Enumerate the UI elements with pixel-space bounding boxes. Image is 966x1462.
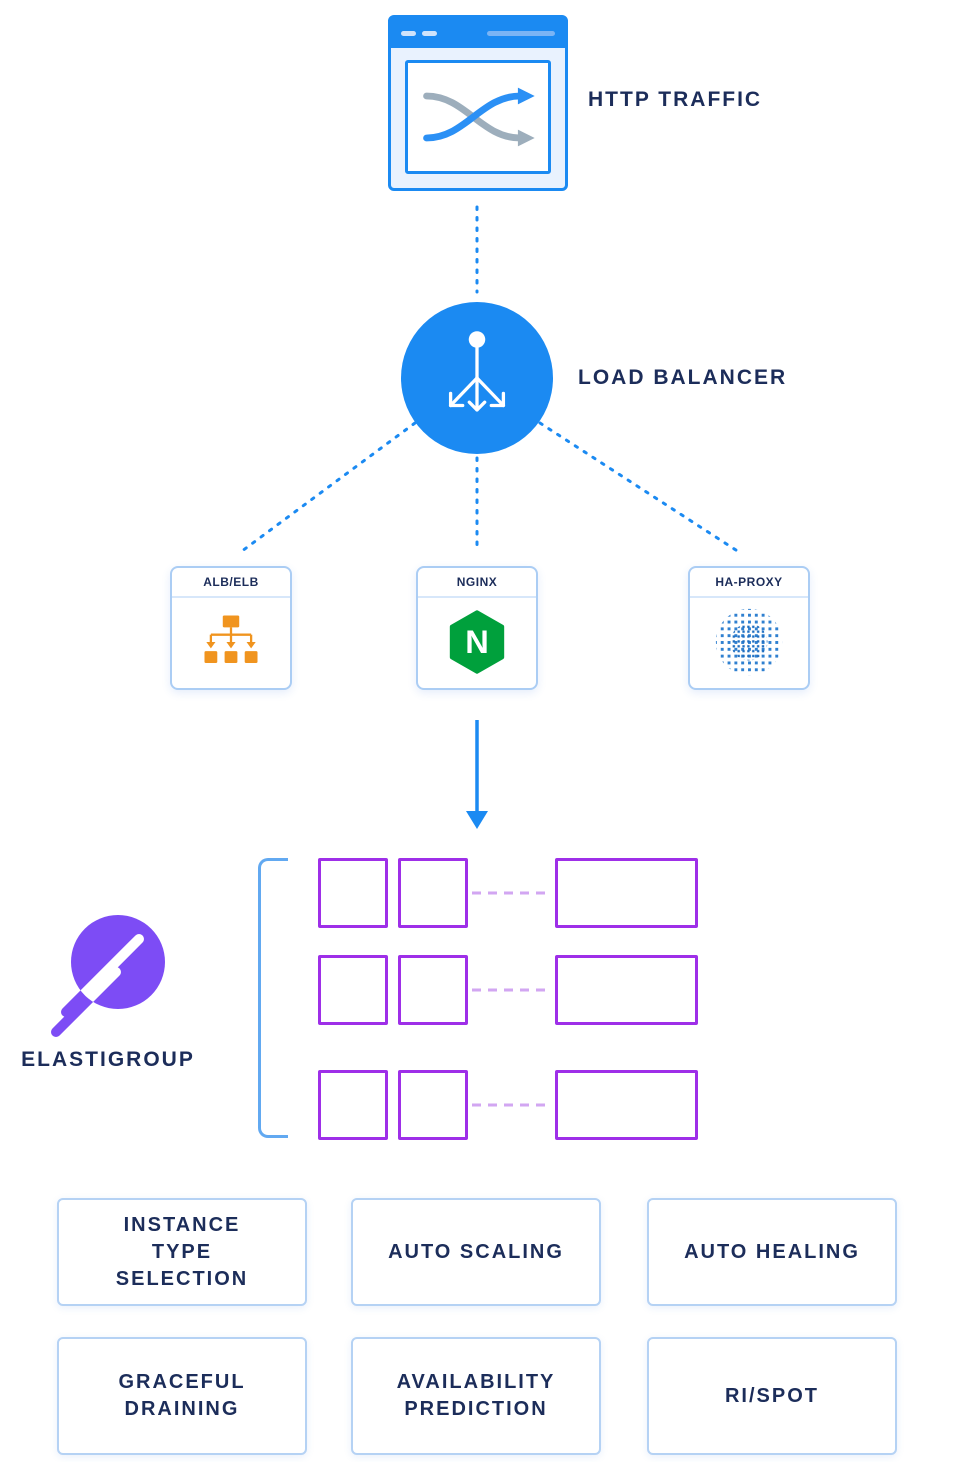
instance-group-box (555, 955, 698, 1025)
instance-group-box (555, 858, 698, 928)
balancer-card-title: ALB/ELB (172, 568, 290, 598)
arrow-to-elastigroup (466, 720, 488, 829)
feature-card-ri-spot: RI/SPOT (647, 1337, 897, 1455)
feature-card-auto-healing: AUTO HEALING (647, 1198, 897, 1306)
balancer-card-title: NGINX (418, 568, 536, 598)
feature-label: AVAILABILITY PREDICTION (396, 1371, 556, 1420)
traffic-crossing-arrows-icon (423, 87, 535, 147)
feature-card-availability-prediction: AVAILABILITY PREDICTION (351, 1337, 601, 1455)
feature-card-graceful-draining: GRACEFUL DRAINING (57, 1337, 307, 1455)
feature-label: GRACEFUL DRAINING (118, 1371, 246, 1420)
feature-card-auto-scaling: AUTO SCALING (351, 1198, 601, 1306)
nginx-hexagon-icon: N (449, 610, 505, 674)
feature-label: INSTANCE TYPE SELECTION (115, 1213, 249, 1290)
instance-box (318, 858, 388, 928)
dotted-line-lb-to-haproxy (538, 421, 744, 556)
titlebar-dash (401, 31, 416, 36)
instance-box (398, 1070, 468, 1140)
instance-box (398, 858, 468, 928)
instance-group-box (555, 1070, 698, 1140)
instance-box (318, 955, 388, 1025)
titlebar-dash (422, 31, 437, 36)
haproxy-dotted-sphere-icon (715, 608, 783, 676)
load-balancer-node (401, 302, 553, 454)
http-traffic-label: HTTP TRAFFIC (588, 88, 763, 111)
elastigroup-brace (258, 858, 288, 1138)
browser-titlebar (391, 18, 565, 48)
nginx-letter: N (465, 623, 489, 660)
alb-elb-tree-icon (204, 615, 258, 664)
feature-label: AUTO HEALING (684, 1240, 860, 1263)
browser-window-icon (388, 15, 568, 191)
balancer-card-nginx: NGINX N (416, 566, 538, 690)
feature-label: RI/SPOT (724, 1384, 819, 1407)
dotted-line-lb-to-alb (236, 421, 417, 556)
balancer-card-alb-elb: ALB/ELB (170, 566, 292, 690)
load-balancer-label: LOAD BALANCER (578, 366, 788, 389)
elastigroup-comet-icon (51, 915, 165, 1037)
instance-box (318, 1070, 388, 1140)
balancer-card-haproxy: HA-PROXY (688, 566, 810, 690)
elastigroup-label: ELASTIGROUP (21, 1048, 195, 1071)
balancer-card-title: HA-PROXY (690, 568, 808, 598)
titlebar-dash (487, 31, 555, 36)
instance-box (398, 955, 468, 1025)
feature-card-instance-type-selection: INSTANCE TYPE SELECTION (57, 1198, 307, 1306)
browser-screen (405, 60, 551, 174)
load-balancer-split-arrow-icon (448, 331, 506, 412)
feature-label: AUTO SCALING (388, 1240, 564, 1263)
